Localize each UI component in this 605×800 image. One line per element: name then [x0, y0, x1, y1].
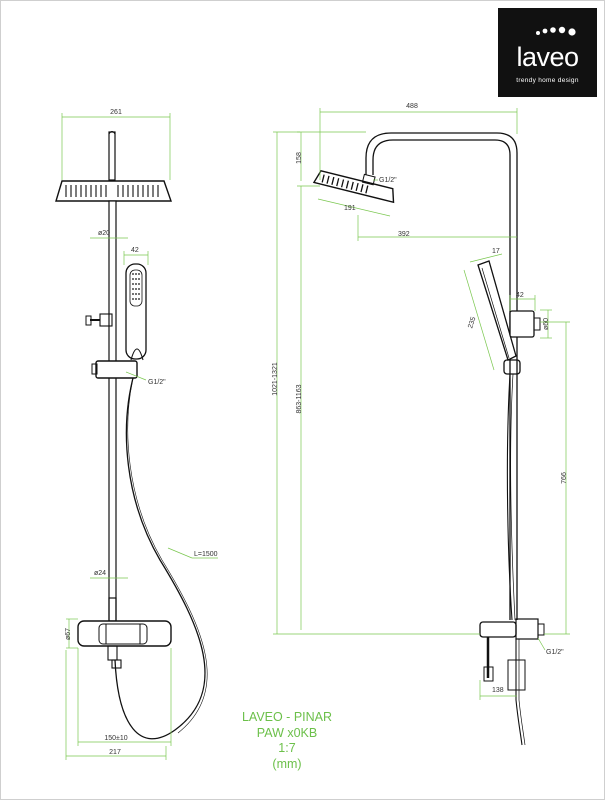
dim-front-pipe-dia: ø20: [98, 230, 110, 237]
drawing-unit: (mm): [272, 756, 302, 771]
front-slider-holder: [95, 360, 138, 379]
front-hose: [114, 377, 206, 740]
front-shower-head: [55, 180, 172, 202]
dim-front-handset-width: 42: [131, 247, 139, 254]
dim-front-head-width: 261: [110, 109, 122, 116]
dim-spacing: 150±10: [104, 735, 127, 742]
side-dimensions: 488 158 G1/2" 191 392 17 235 42 ø60 1021…: [272, 103, 570, 700]
dim-total-height: 1021-1321: [272, 362, 279, 396]
brand-logo: laveo trendy home design: [498, 8, 597, 97]
dim-adjustable-height: 863-1163: [296, 384, 303, 413]
side-handset: [477, 260, 517, 361]
product-name: LAVEO - PINAR: [241, 710, 333, 724]
dim-side-inlet-thread: G1/2": [546, 649, 564, 656]
dim-side-inlet-width: 138: [492, 687, 504, 694]
dim-front-thread: G1/2": [148, 379, 166, 386]
dim-handset-top: 17: [492, 248, 500, 255]
product-code: PAW x0KB: [256, 725, 318, 740]
dim-handset-length: 235: [467, 316, 477, 329]
dim-side-total-width: 488: [406, 103, 418, 110]
front-riser-pipe: [108, 200, 117, 622]
drawing-scale: 1:7: [278, 741, 296, 755]
dim-side-head-drop: 158: [296, 152, 303, 164]
dim-rail-height: 766: [561, 472, 568, 484]
dim-front-lower-dia: ø24: [94, 570, 106, 577]
side-arch-pipe: [365, 132, 518, 620]
brand-name: laveo: [516, 42, 579, 72]
front-view: [55, 131, 208, 740]
dim-side-head-dia: 191: [344, 205, 356, 212]
dim-side-arm: 392: [398, 231, 410, 238]
side-wall-holder: [509, 310, 535, 338]
side-mixer: [479, 621, 517, 638]
front-handset: [125, 263, 147, 360]
dim-holder-dia: ø60: [543, 318, 550, 330]
front-dimensions: 261 ø20 42 G1/2" L=1500 ø24 ø67 150±10 2…: [61, 109, 218, 760]
side-hose: [506, 373, 513, 621]
title-block: LAVEO - PINAR PAW x0KB 1:7 (mm): [232, 710, 342, 772]
dim-hose-length: L=1500: [194, 551, 218, 558]
side-shower-head: [312, 169, 395, 204]
dim-total-width: 217: [109, 749, 121, 756]
dim-side-head-thread: G1/2": [379, 177, 397, 184]
dim-mixer-dia: ø67: [65, 628, 72, 640]
side-view: [312, 132, 545, 746]
brand-tagline: trendy home design: [516, 77, 579, 84]
logo-dots-icon: [536, 26, 576, 36]
front-mixer-body: [77, 620, 172, 647]
dim-holder-depth: 42: [516, 292, 524, 299]
